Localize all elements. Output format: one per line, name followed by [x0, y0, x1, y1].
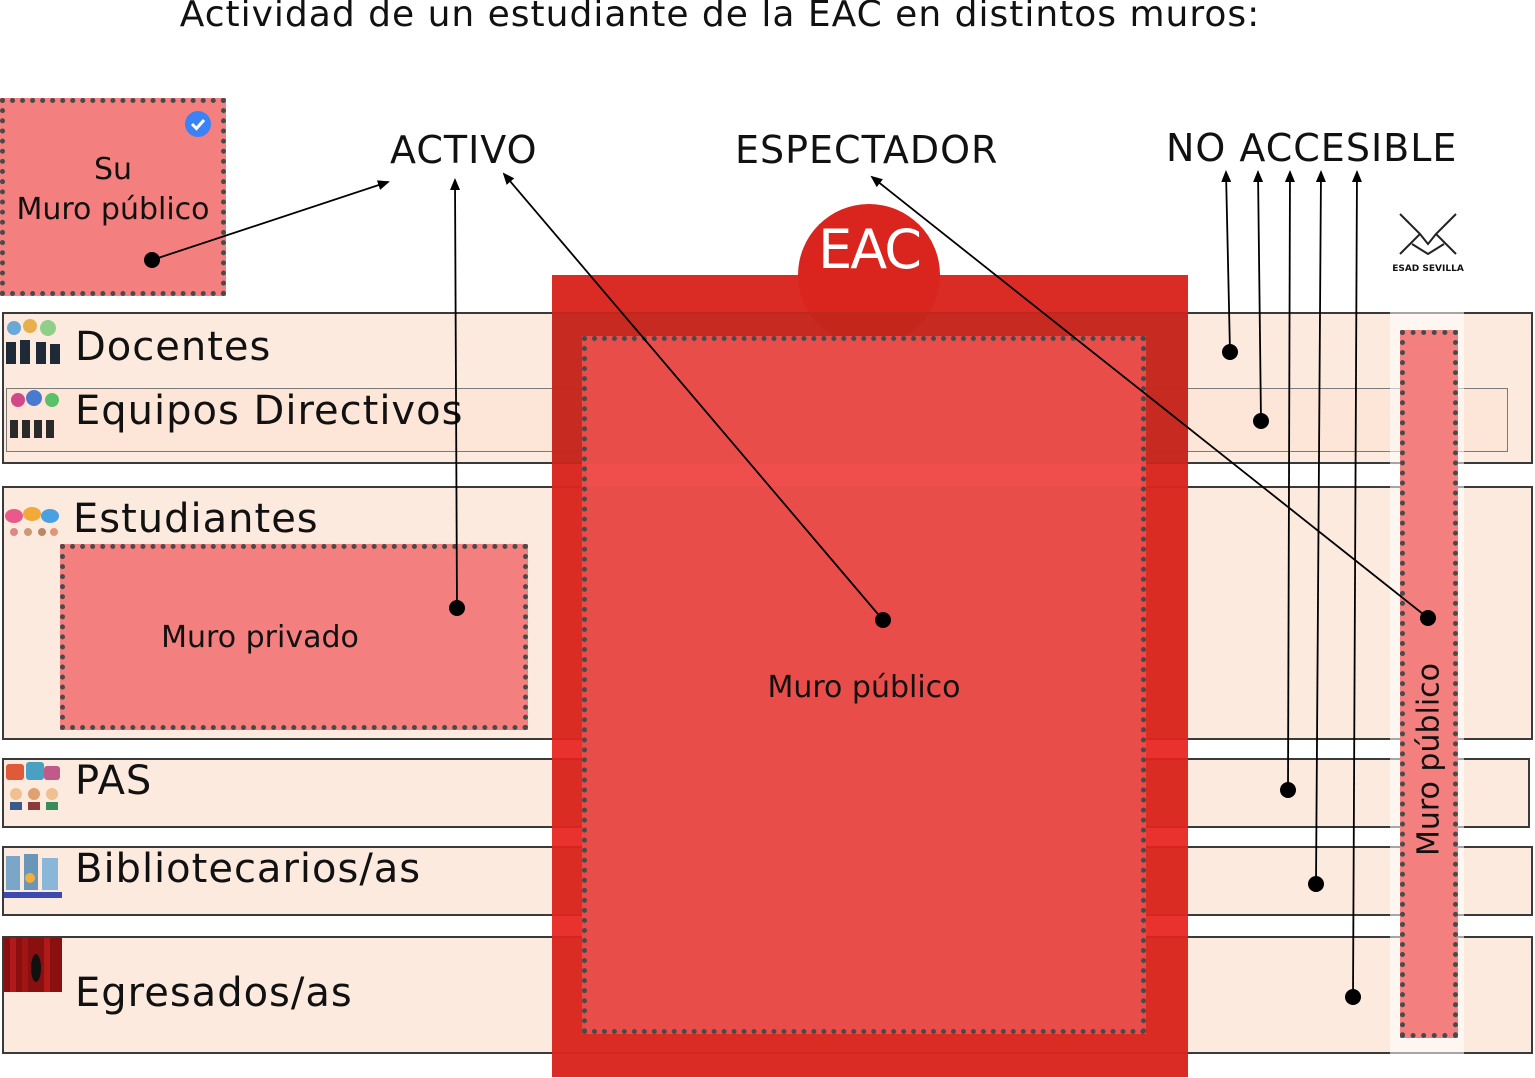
dot-pas — [1280, 782, 1296, 798]
docentes-icon — [4, 318, 62, 368]
arrow-esad-wall-espectador — [870, 175, 1429, 619]
arrow-equipos-no-accesible — [1253, 170, 1264, 422]
arrow-own-wall-activo — [151, 180, 390, 261]
category-activo: ACTIVO — [390, 128, 538, 172]
arrow-private-wall-activo — [450, 178, 461, 609]
group-label-egresados: Egresados/as — [75, 970, 353, 1016]
dot-eac-wall — [875, 612, 891, 628]
esad-public-wall — [1400, 330, 1458, 1038]
egresados-icon — [4, 938, 62, 992]
group-label-pas: PAS — [75, 758, 153, 804]
group-label-equipos-directivos: Equipos Directivos — [75, 388, 464, 434]
own-public-wall-label-su: Su — [93, 152, 133, 187]
esad-sevilla-logo — [1392, 210, 1464, 266]
arrow-docentes-no-accesible — [1221, 170, 1232, 353]
arrow-pas-no-accesible — [1284, 170, 1295, 791]
dot-docentes — [1222, 344, 1238, 360]
dot-private-wall — [449, 600, 465, 616]
arrow-eac-wall-activo — [502, 172, 884, 621]
own-public-wall-label: Muro público — [16, 192, 210, 227]
group-label-estudiantes: Estudiantes — [73, 496, 319, 542]
bibliotecarios-icon — [4, 850, 62, 900]
dot-equipos — [1253, 413, 1269, 429]
dot-egresados — [1345, 989, 1361, 1005]
eac-wall-band-tint — [587, 464, 1141, 486]
pas-icon — [4, 762, 62, 812]
arrow-egresados-no-accesible — [1351, 170, 1362, 998]
category-no-accesible: NO ACCESIBLE — [1166, 126, 1458, 170]
eac-logo-text: EAC — [818, 218, 922, 281]
private-wall-label: Muro privado — [161, 620, 359, 655]
dot-own-wall — [144, 252, 160, 268]
esad-sevilla-logo-text: ESAD SEVILLA — [1392, 264, 1464, 274]
category-espectador: ESPECTADOR — [735, 128, 999, 172]
estudiantes-icon — [4, 496, 62, 546]
verified-check-icon — [184, 110, 212, 138]
group-label-bibliotecarios: Bibliotecarios/as — [75, 846, 422, 892]
private-wall — [60, 544, 528, 730]
eac-public-wall-label: Muro público — [767, 670, 961, 705]
eac-public-wall — [582, 336, 1146, 1034]
dot-esad-wall — [1420, 610, 1436, 626]
equipos-directivos-icon — [6, 390, 64, 440]
dot-bibliotecarios — [1308, 876, 1324, 892]
diagram-title: Actividad de un estudiante de la EAC en … — [179, 0, 1261, 35]
arrow-bibliotecarios-no-accesible — [1315, 170, 1326, 885]
group-label-docentes: Docentes — [75, 324, 272, 370]
